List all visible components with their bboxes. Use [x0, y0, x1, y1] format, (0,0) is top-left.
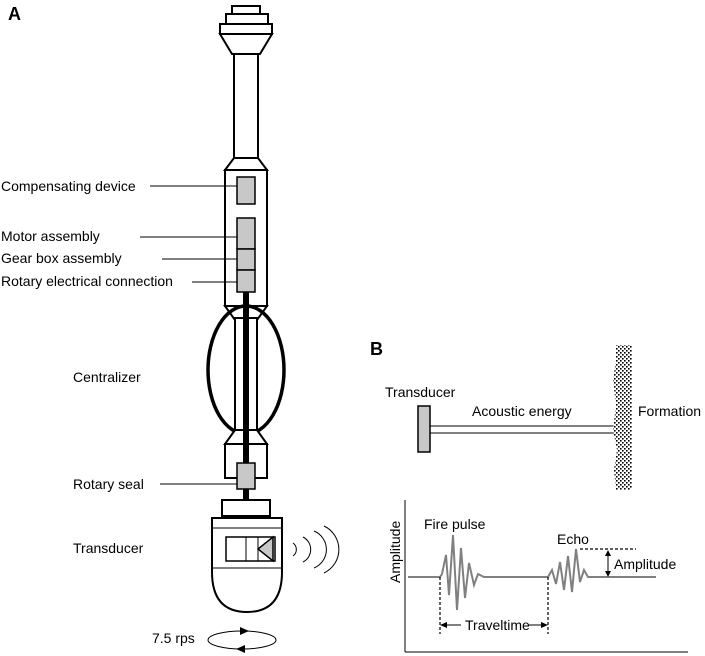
compensating-device-block [236, 176, 256, 205]
label-rps: 7.5 rps [152, 630, 195, 646]
label-b-transducer: Transducer [385, 384, 456, 400]
rotary-seal-block [236, 462, 256, 490]
label-rotary-electrical-connection: Rotary electrical connection [1, 273, 173, 289]
logging-tool [206, 5, 340, 653]
label-gear-box-assembly: Gear box assembly [1, 250, 122, 266]
label-acoustic-energy: Acoustic energy [472, 403, 572, 419]
panel-a-letter: A [8, 4, 21, 24]
label-echo: Echo [557, 531, 589, 547]
label-amplitude: Amplitude [614, 556, 676, 572]
transducer-collar [221, 499, 271, 517]
transducer-element [256, 535, 274, 563]
label-centralizer: Centralizer [73, 369, 141, 385]
label-formation: Formation [638, 403, 701, 419]
formation-wall [613, 345, 632, 490]
label-rotary-seal: Rotary seal [73, 476, 144, 492]
waveform-trace [408, 534, 656, 611]
gear-box-block [236, 248, 256, 271]
tool-upper-shaft [233, 53, 259, 159]
label-traveltime: Traveltime [465, 617, 530, 633]
panel-b-letter: B [370, 339, 383, 359]
label-fire-pulse: Fire pulse [424, 516, 486, 532]
motor-assembly-block [236, 217, 256, 250]
acoustic-wave-icon [292, 542, 297, 557]
panel-b-transducer-block [417, 405, 431, 453]
label-transducer: Transducer [73, 540, 144, 556]
label-motor-assembly: Motor assembly [1, 228, 100, 244]
y-axis-label: Amplitude [387, 521, 403, 583]
rotary-connection-block [236, 269, 256, 293]
tool-top-taper [218, 33, 274, 55]
transducer-head [211, 517, 283, 614]
label-compensating-device: Compensating device [1, 178, 136, 194]
